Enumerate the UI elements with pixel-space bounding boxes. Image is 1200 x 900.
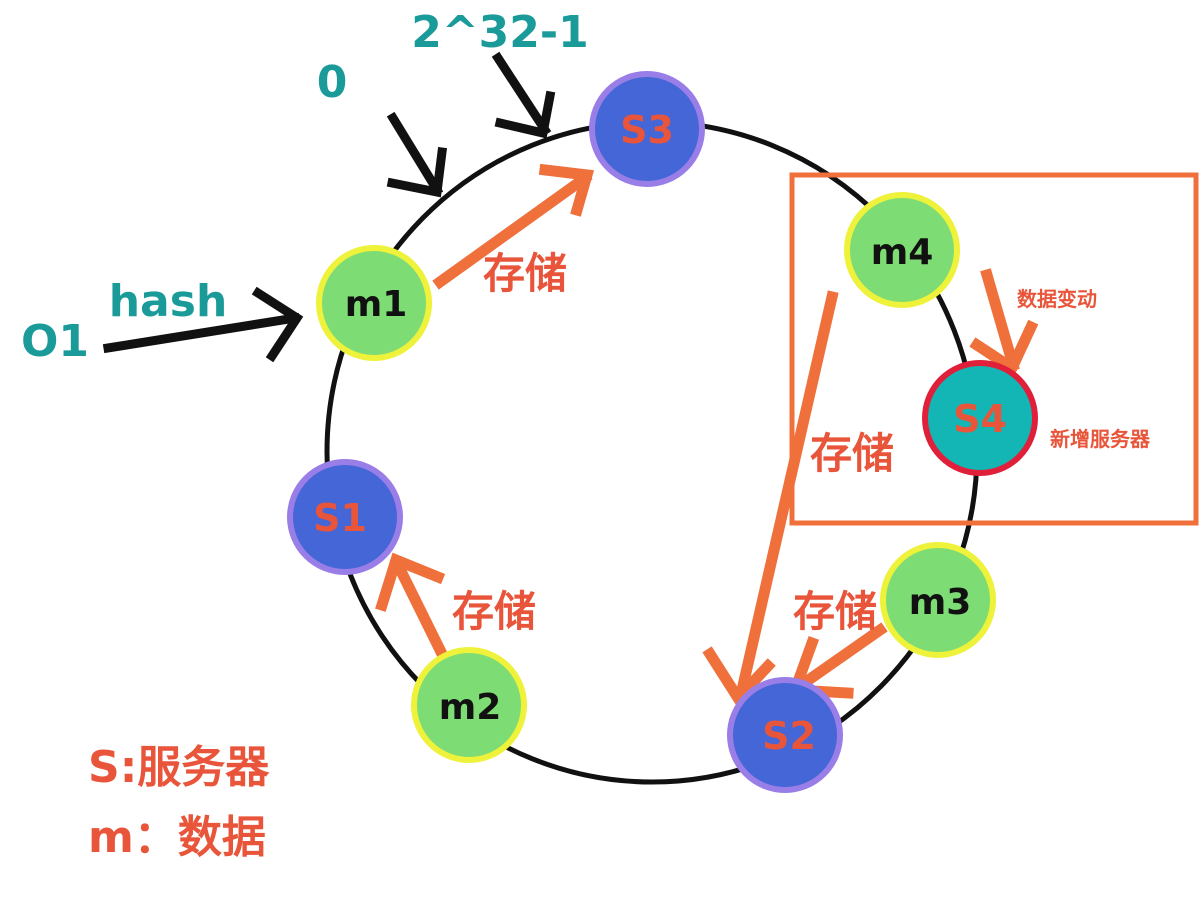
data-node-m4: m4	[844, 192, 960, 308]
legend-data: m：数据	[88, 812, 266, 863]
new-server-label: 新增服务器	[1050, 427, 1151, 451]
zero-label: 0	[317, 57, 348, 108]
server-node-s3: S3	[589, 71, 705, 187]
legend-server: S:服务器	[88, 742, 270, 793]
server-label-s2: S2	[762, 714, 816, 758]
max-value-label: 2^32-1	[411, 7, 589, 58]
data-node-m1: m1	[316, 245, 432, 361]
server-label-s3: S3	[620, 108, 674, 152]
data-label-m1: m1	[345, 284, 408, 325]
store-label-m2: 存储	[452, 587, 536, 636]
data-node-m2: m2	[411, 647, 527, 763]
store-label-m4: 存储	[810, 429, 894, 478]
hash-input-arrow	[102, 286, 304, 363]
zero-pointer-arrow	[386, 111, 448, 198]
server-label-s4: S4	[953, 397, 1007, 441]
data-change-label: 数据变动	[1017, 287, 1097, 311]
data-label-m2: m2	[439, 687, 502, 728]
store-label-m3: 存储	[793, 587, 877, 636]
data-node-m3: m3	[880, 542, 996, 658]
hash-label: hash	[109, 276, 228, 327]
object-label: O1	[21, 316, 89, 367]
data-label-m3: m3	[909, 582, 972, 623]
data-label-m4: m4	[871, 232, 934, 273]
store-label-m1: 存储	[483, 249, 567, 298]
server-label-s1: S1	[313, 496, 367, 540]
server-node-s2: S2	[727, 677, 843, 793]
max-pointer-arrow	[491, 51, 556, 139]
new-server-highlight-box	[789, 172, 1199, 526]
server-node-s4: S4	[922, 360, 1038, 476]
server-node-s1: S1	[287, 459, 403, 575]
